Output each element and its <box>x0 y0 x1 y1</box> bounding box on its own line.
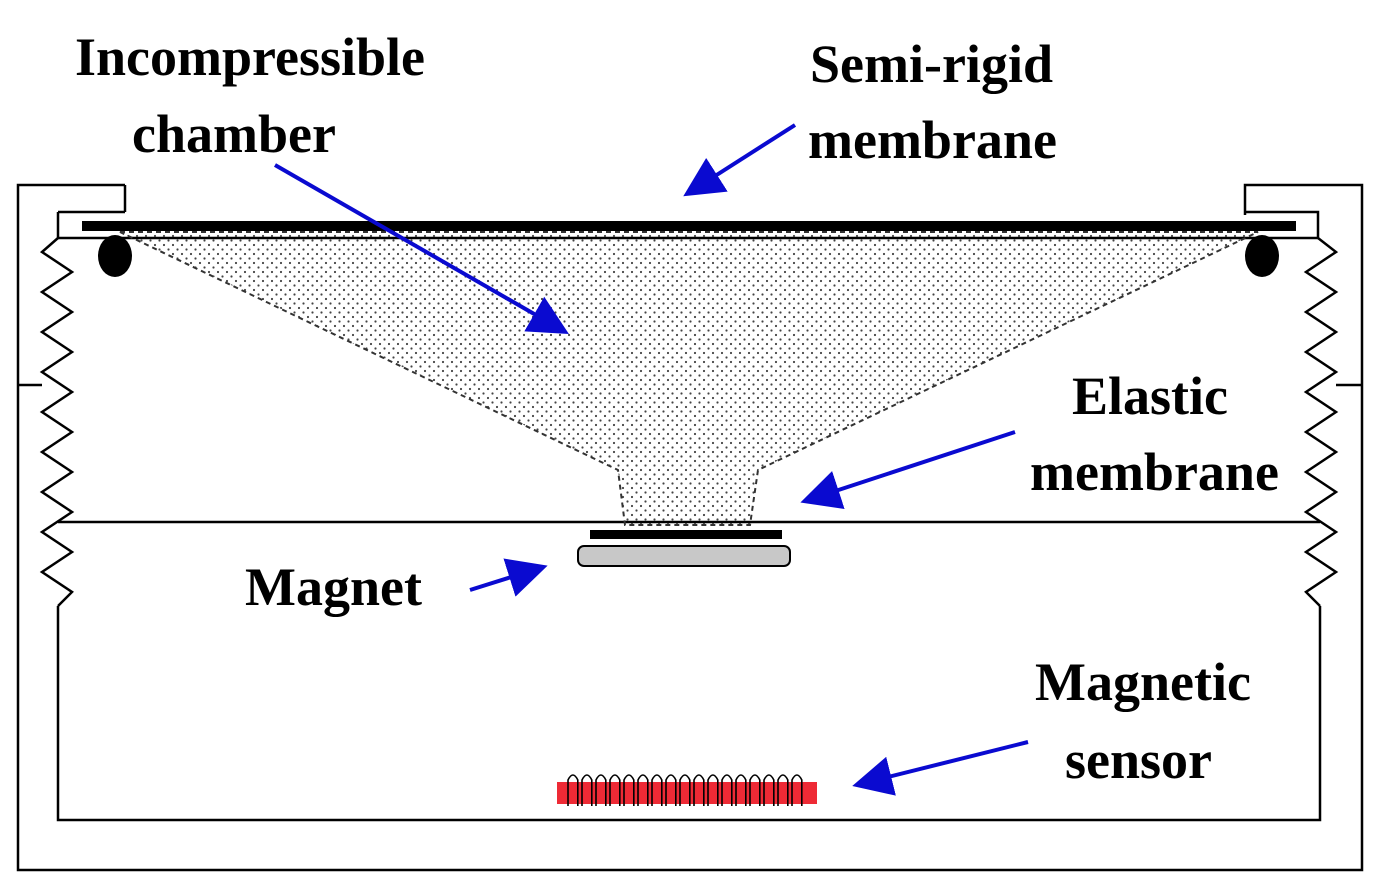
arrow-icon <box>274 163 569 334</box>
o-ring-icon <box>98 235 132 277</box>
label-sensor-line2: sensor <box>1065 730 1212 790</box>
coil-icon <box>567 774 803 806</box>
label-elastic-line2: membrane <box>1030 442 1279 502</box>
right-thread <box>1303 237 1339 607</box>
label-magnet: Magnet <box>245 557 422 617</box>
label-sensor-line1: Magnetic <box>1035 652 1251 712</box>
arrow-icon <box>800 430 1016 510</box>
lower-chamber <box>56 606 1322 822</box>
arrow-icon <box>683 123 797 197</box>
outer-housing <box>16 183 1364 872</box>
magnet <box>577 545 791 567</box>
label-semirigid-line2: membrane <box>808 110 1057 170</box>
magnet-plate <box>590 530 782 539</box>
left-thread <box>39 237 75 607</box>
label-incompressible-line1: Incompressible <box>75 27 425 87</box>
coil-winding <box>567 774 803 806</box>
o-ring-icon <box>1245 235 1279 277</box>
arrow-icon <box>469 558 548 597</box>
incompressible-chamber <box>119 231 1259 526</box>
semi-rigid-membrane <box>82 221 1296 231</box>
label-elastic-line1: Elastic <box>1072 366 1228 426</box>
magnetic-sensor <box>557 782 817 804</box>
label-incompressible-line2: chamber <box>132 104 336 164</box>
label-semirigid-line1: Semi-rigid <box>810 34 1053 94</box>
arrow-icon <box>852 740 1029 796</box>
